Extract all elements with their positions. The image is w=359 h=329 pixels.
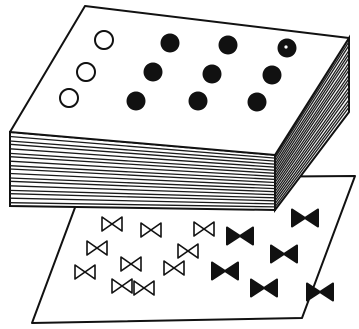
paper-stack xyxy=(10,6,349,210)
open-dot xyxy=(60,89,78,107)
filled-dot xyxy=(219,36,238,55)
open-dot xyxy=(77,63,95,81)
filled-dot xyxy=(203,65,222,84)
filled-dot xyxy=(248,93,267,112)
filled-dot xyxy=(144,63,163,82)
filled-dot xyxy=(127,92,146,111)
filled-bowtie xyxy=(307,284,333,301)
filled-dot xyxy=(263,66,282,85)
filled-dot xyxy=(189,92,208,111)
filled-dot-speck xyxy=(284,45,287,48)
open-dot xyxy=(95,31,113,49)
filled-dot xyxy=(161,34,180,53)
